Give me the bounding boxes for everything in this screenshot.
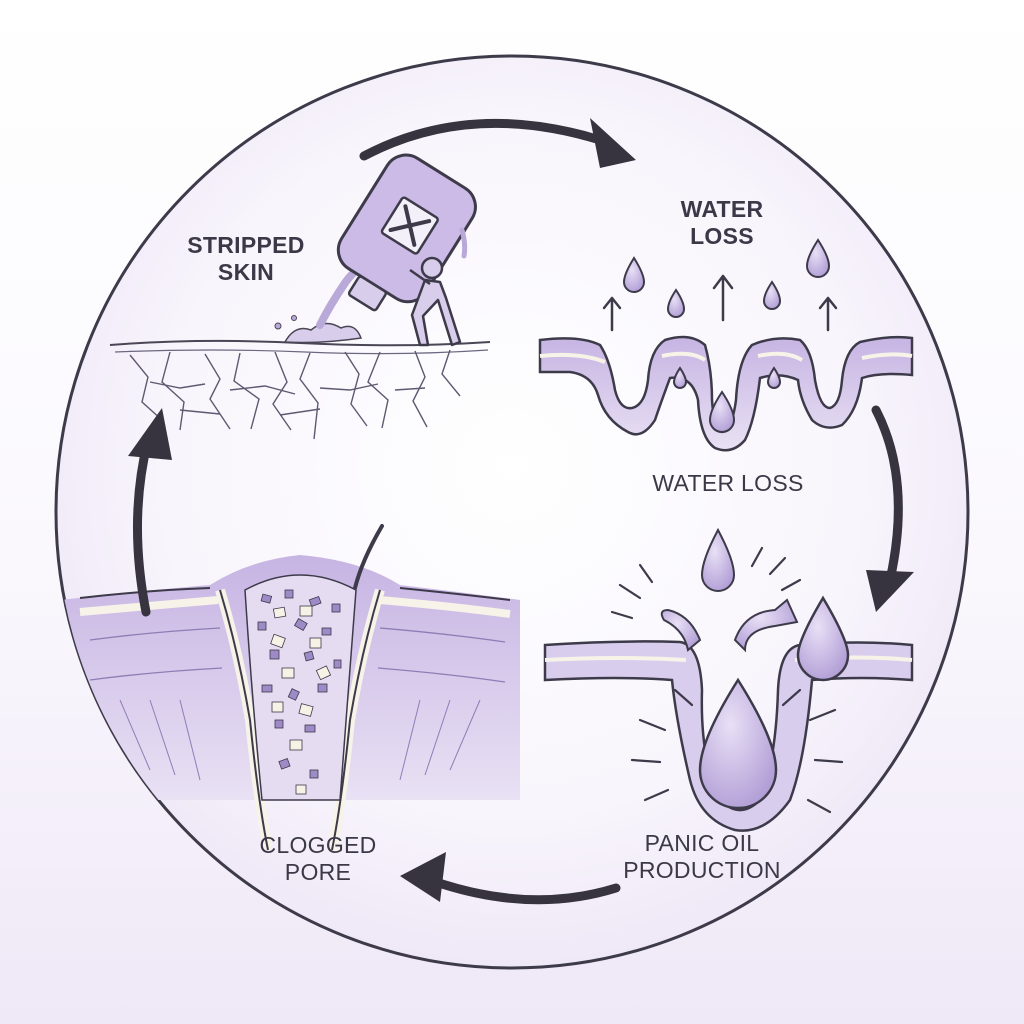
label-water-loss-mid-text: WATER LOSS (652, 470, 804, 496)
arrow-head-left (128, 408, 172, 460)
label-panic-oil-line1: PANIC OIL (644, 830, 760, 856)
arrow-head-bottom (400, 852, 446, 902)
water-loss-illustration (538, 238, 914, 452)
label-clogged-pore-line2: PORE (284, 859, 352, 885)
water-droplet-icon (622, 238, 831, 433)
label-clogged-pore: CLOGGED PORE (246, 832, 390, 886)
label-stripped-skin: STRIPPED SKIN (176, 232, 316, 286)
label-clogged-pore-line1: CLOGGED (259, 832, 377, 858)
cycle-arrow-icon (133, 118, 903, 905)
arrow-right (871, 405, 903, 585)
stripped-skin-illustration (109, 153, 491, 440)
label-water-loss-mid: WATER LOSS (636, 470, 820, 497)
arrow-head-right (866, 570, 914, 612)
person-pushing-icon (409, 256, 462, 347)
panic-oil-illustration (543, 527, 914, 832)
label-water-loss-top-line2: LOSS (690, 223, 754, 249)
arrow-left (133, 435, 153, 617)
label-water-loss-top-line1: WATER (680, 196, 764, 222)
label-stripped-skin-line1: STRIPPED (187, 232, 305, 258)
clogged-pore-illustration (60, 524, 520, 851)
arrow-top (359, 118, 605, 161)
arrow-bottom (425, 875, 621, 905)
label-stripped-skin-line2: SKIN (217, 259, 275, 285)
cycle-circle (54, 54, 970, 970)
label-panic-oil: PANIC OIL PRODUCTION (616, 830, 788, 884)
arrow-head-top (590, 118, 636, 168)
label-panic-oil-line2: PRODUCTION (623, 857, 781, 883)
label-water-loss-top: WATER LOSS (660, 196, 784, 250)
